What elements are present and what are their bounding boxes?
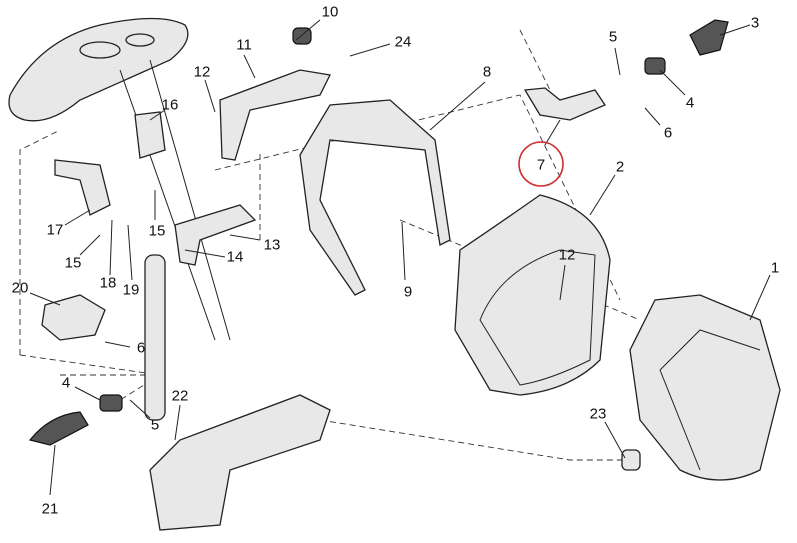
switch-20 [41, 294, 106, 341]
callout-7-highlighted: 7 [536, 156, 546, 174]
callout-4: 4 [61, 374, 71, 392]
callout-12: 12 [558, 246, 576, 264]
callout-6: 6 [136, 339, 146, 357]
callout-15: 15 [148, 222, 166, 240]
callout-10: 10 [321, 3, 339, 21]
callout-15: 15 [64, 254, 82, 272]
callout-16: 16 [161, 96, 179, 114]
headlight-1 [629, 294, 781, 481]
callout-22: 22 [171, 387, 189, 405]
callout-23: 23 [589, 405, 607, 423]
callout-5: 5 [150, 416, 160, 434]
callout-13: 13 [263, 236, 281, 254]
highlight-circle [518, 141, 564, 187]
callout-17: 17 [46, 221, 64, 239]
callout-8: 8 [482, 63, 492, 81]
callout-14: 14 [226, 248, 244, 266]
callout-12: 12 [193, 63, 211, 81]
callout-4: 4 [685, 94, 695, 112]
callout-24: 24 [394, 33, 412, 51]
callout-11: 11 [236, 36, 252, 54]
callout-5: 5 [608, 28, 618, 46]
callout-9: 9 [403, 283, 413, 301]
callout-21: 21 [41, 500, 59, 518]
frame-8 [299, 99, 451, 296]
callout-18: 18 [99, 274, 117, 292]
callout-3: 3 [750, 14, 760, 32]
bracket-11 [219, 69, 331, 161]
triple-clamp [149, 394, 331, 531]
callout-19: 19 [122, 281, 140, 299]
callout-1: 1 [770, 259, 780, 277]
bracket-7 [523, 87, 606, 121]
callout-6: 6 [663, 124, 673, 142]
fairing-2 [454, 194, 611, 396]
callout-2: 2 [615, 158, 625, 176]
callout-20: 20 [11, 279, 29, 297]
